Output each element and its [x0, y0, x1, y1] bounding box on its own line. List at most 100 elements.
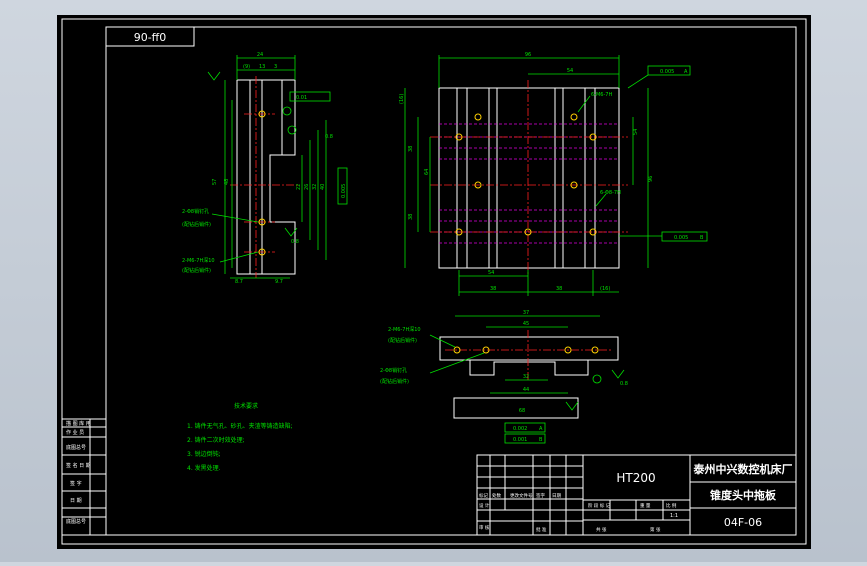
- hole-marker: [258, 110, 266, 118]
- bottom-tolerance-box: [504, 433, 546, 444]
- title-row-label: 签字: [536, 492, 545, 499]
- strip-row: 底图总号: [66, 444, 86, 451]
- title-company: 泰州中兴数控机床厂: [693, 462, 793, 476]
- title-sheet-of: 第 张: [650, 526, 661, 533]
- strip-row: 签 名 日 期: [66, 462, 91, 469]
- hole-marker: [564, 346, 572, 354]
- title-approve-label: 批 准: [536, 526, 547, 533]
- bottom-view-base-outline: [453, 397, 579, 419]
- main-bottom-dim: 38: [556, 286, 562, 292]
- strip-row: 底图总号: [66, 518, 86, 525]
- left-sub-dim: 13: [259, 64, 265, 70]
- title-check-label: 审 核: [479, 524, 490, 531]
- hole-marker: [258, 218, 266, 226]
- left-hole-note-1b: (配钻后销件): [182, 221, 211, 228]
- hole-marker: [524, 228, 532, 236]
- title-material: HT200: [616, 471, 655, 485]
- hole-marker: [589, 133, 597, 141]
- callout-circle: [287, 125, 297, 135]
- title-block: 标记 处数 更改文件号 签字 日期 设 计 审 核 批 准 HT200 阶 段 …: [476, 454, 797, 536]
- title-design-label: 设 计: [479, 502, 490, 509]
- left-flatness-value: 0.005: [341, 184, 347, 198]
- title-stage-label: 阶 段 标 记: [588, 502, 611, 509]
- title-weight-label: 重 量: [640, 502, 651, 509]
- outer-frame: [61, 18, 807, 545]
- roughness-symbol: [611, 369, 625, 379]
- main-view-outline: [438, 87, 620, 269]
- main-top-tolerance-box: [647, 65, 691, 76]
- bottom-note-1: 2-M6-7H深10: [388, 326, 421, 333]
- strip-row: 日 期: [70, 498, 82, 504]
- hole-marker: [589, 228, 597, 236]
- main-top-tolerance: 0.005: [660, 69, 674, 75]
- hole-marker: [258, 248, 266, 256]
- tech-req-item: 4. 发黑处理.: [187, 464, 221, 472]
- bottom-inner-dim: 32: [523, 374, 529, 380]
- tech-req-item: 3. 锐边倒钝;: [187, 450, 221, 458]
- bottom-tolerance-ref: A: [539, 426, 543, 432]
- bottom-dim: 44: [523, 387, 529, 393]
- roughness-symbol: [565, 401, 579, 411]
- main-bottom-dim: (16): [600, 286, 610, 292]
- bottom-note-1b: (配钻后销件): [388, 337, 417, 344]
- bottom-top-dim: 45: [523, 321, 529, 327]
- strip-row: 签 字: [70, 480, 82, 487]
- tech-req-item: 2. 铸件二次时效处理;: [187, 436, 245, 444]
- hole-marker: [453, 346, 461, 354]
- main-right-dim: 54: [633, 129, 639, 135]
- callout-circle: [282, 106, 292, 116]
- bottom-tolerance-box: [504, 422, 546, 433]
- strip-row: 描 图 库 用: [66, 420, 91, 427]
- bottom-top-dim: 37: [523, 310, 529, 316]
- main-left-dim: (16): [399, 94, 405, 104]
- title-row-label: 更改文件号: [510, 492, 533, 499]
- roughness-symbol: [284, 227, 298, 237]
- main-left-dim: 38: [408, 214, 414, 220]
- bottom-tolerance-ref: B: [539, 437, 543, 443]
- main-right-dim: 96: [648, 176, 654, 182]
- main-hole-group: [455, 113, 597, 236]
- inner-frame: [105, 26, 797, 536]
- bottom-view: 37 45 32 44 68 2-M6-7H深10 (配钻后销件) 2-Φ8销钉…: [380, 310, 628, 444]
- hole-marker: [570, 181, 578, 189]
- hole-marker: [474, 113, 482, 121]
- left-roughness-value: 0.8: [291, 239, 299, 245]
- left-strip-table: 描 图 库 用 作 业 员 底图总号 签 名 日 期 签 字 日 期 底图总号: [61, 418, 107, 536]
- title-row-label: 标记: [479, 492, 488, 499]
- main-hole-note-right: 6-Φ8-7H: [600, 190, 621, 196]
- left-hole-note-2b: (配钻后销件): [182, 267, 211, 274]
- left-small-dim: 26: [304, 184, 310, 190]
- left-side-label: 0.8: [325, 134, 333, 140]
- left-bottom-dim: 9.7: [275, 279, 283, 285]
- bottom-base-dim: 68: [519, 408, 525, 414]
- roughness-symbol: [207, 71, 221, 81]
- left-tolerance-value: 0.01: [296, 95, 307, 101]
- title-sheet-label: 共 张: [596, 526, 607, 533]
- main-sub-top-dim: 54: [567, 68, 573, 74]
- bottom-tolerance: 0.001: [513, 437, 527, 443]
- tech-requirements: 技术要求 1. 铸件无气孔、砂孔、夹渣等铸造缺陷; 2. 铸件二次时效处理; 3…: [187, 402, 293, 472]
- left-width-dim: 24: [257, 52, 263, 58]
- corner-label-box: [105, 26, 195, 47]
- left-hole-note-1: 2-Φ8销钉孔: [182, 208, 209, 215]
- hole-marker: [591, 346, 599, 354]
- main-front-view: 96 54 0.005 A (16) 38 64 38 54 96 6-M6-7…: [399, 52, 708, 296]
- title-scale-label: 比 例: [666, 502, 677, 509]
- bottom-roughness: 0.8: [620, 381, 628, 387]
- main-left-dim: 38: [408, 146, 414, 152]
- left-hole-note-2: 2-M6-7H深10: [182, 257, 215, 264]
- corner-label: 90-ff0: [134, 31, 167, 44]
- main-bottom-dim: 54: [488, 270, 494, 276]
- left-flatness-box: [337, 167, 348, 205]
- tech-req-item: 1. 铸件无气孔、砂孔、夹渣等铸造缺陷;: [187, 422, 293, 430]
- hole-marker: [455, 133, 463, 141]
- title-drawing-no: 04F-06: [724, 516, 762, 529]
- hole-marker: [570, 113, 578, 121]
- left-tolerance-box: [289, 91, 331, 102]
- main-top-dim: 96: [525, 52, 531, 58]
- main-hole-note-top: 6-M6-7H: [591, 92, 612, 98]
- bottom-view-top-outline: [439, 336, 619, 361]
- main-right-tolerance-box: [661, 231, 708, 242]
